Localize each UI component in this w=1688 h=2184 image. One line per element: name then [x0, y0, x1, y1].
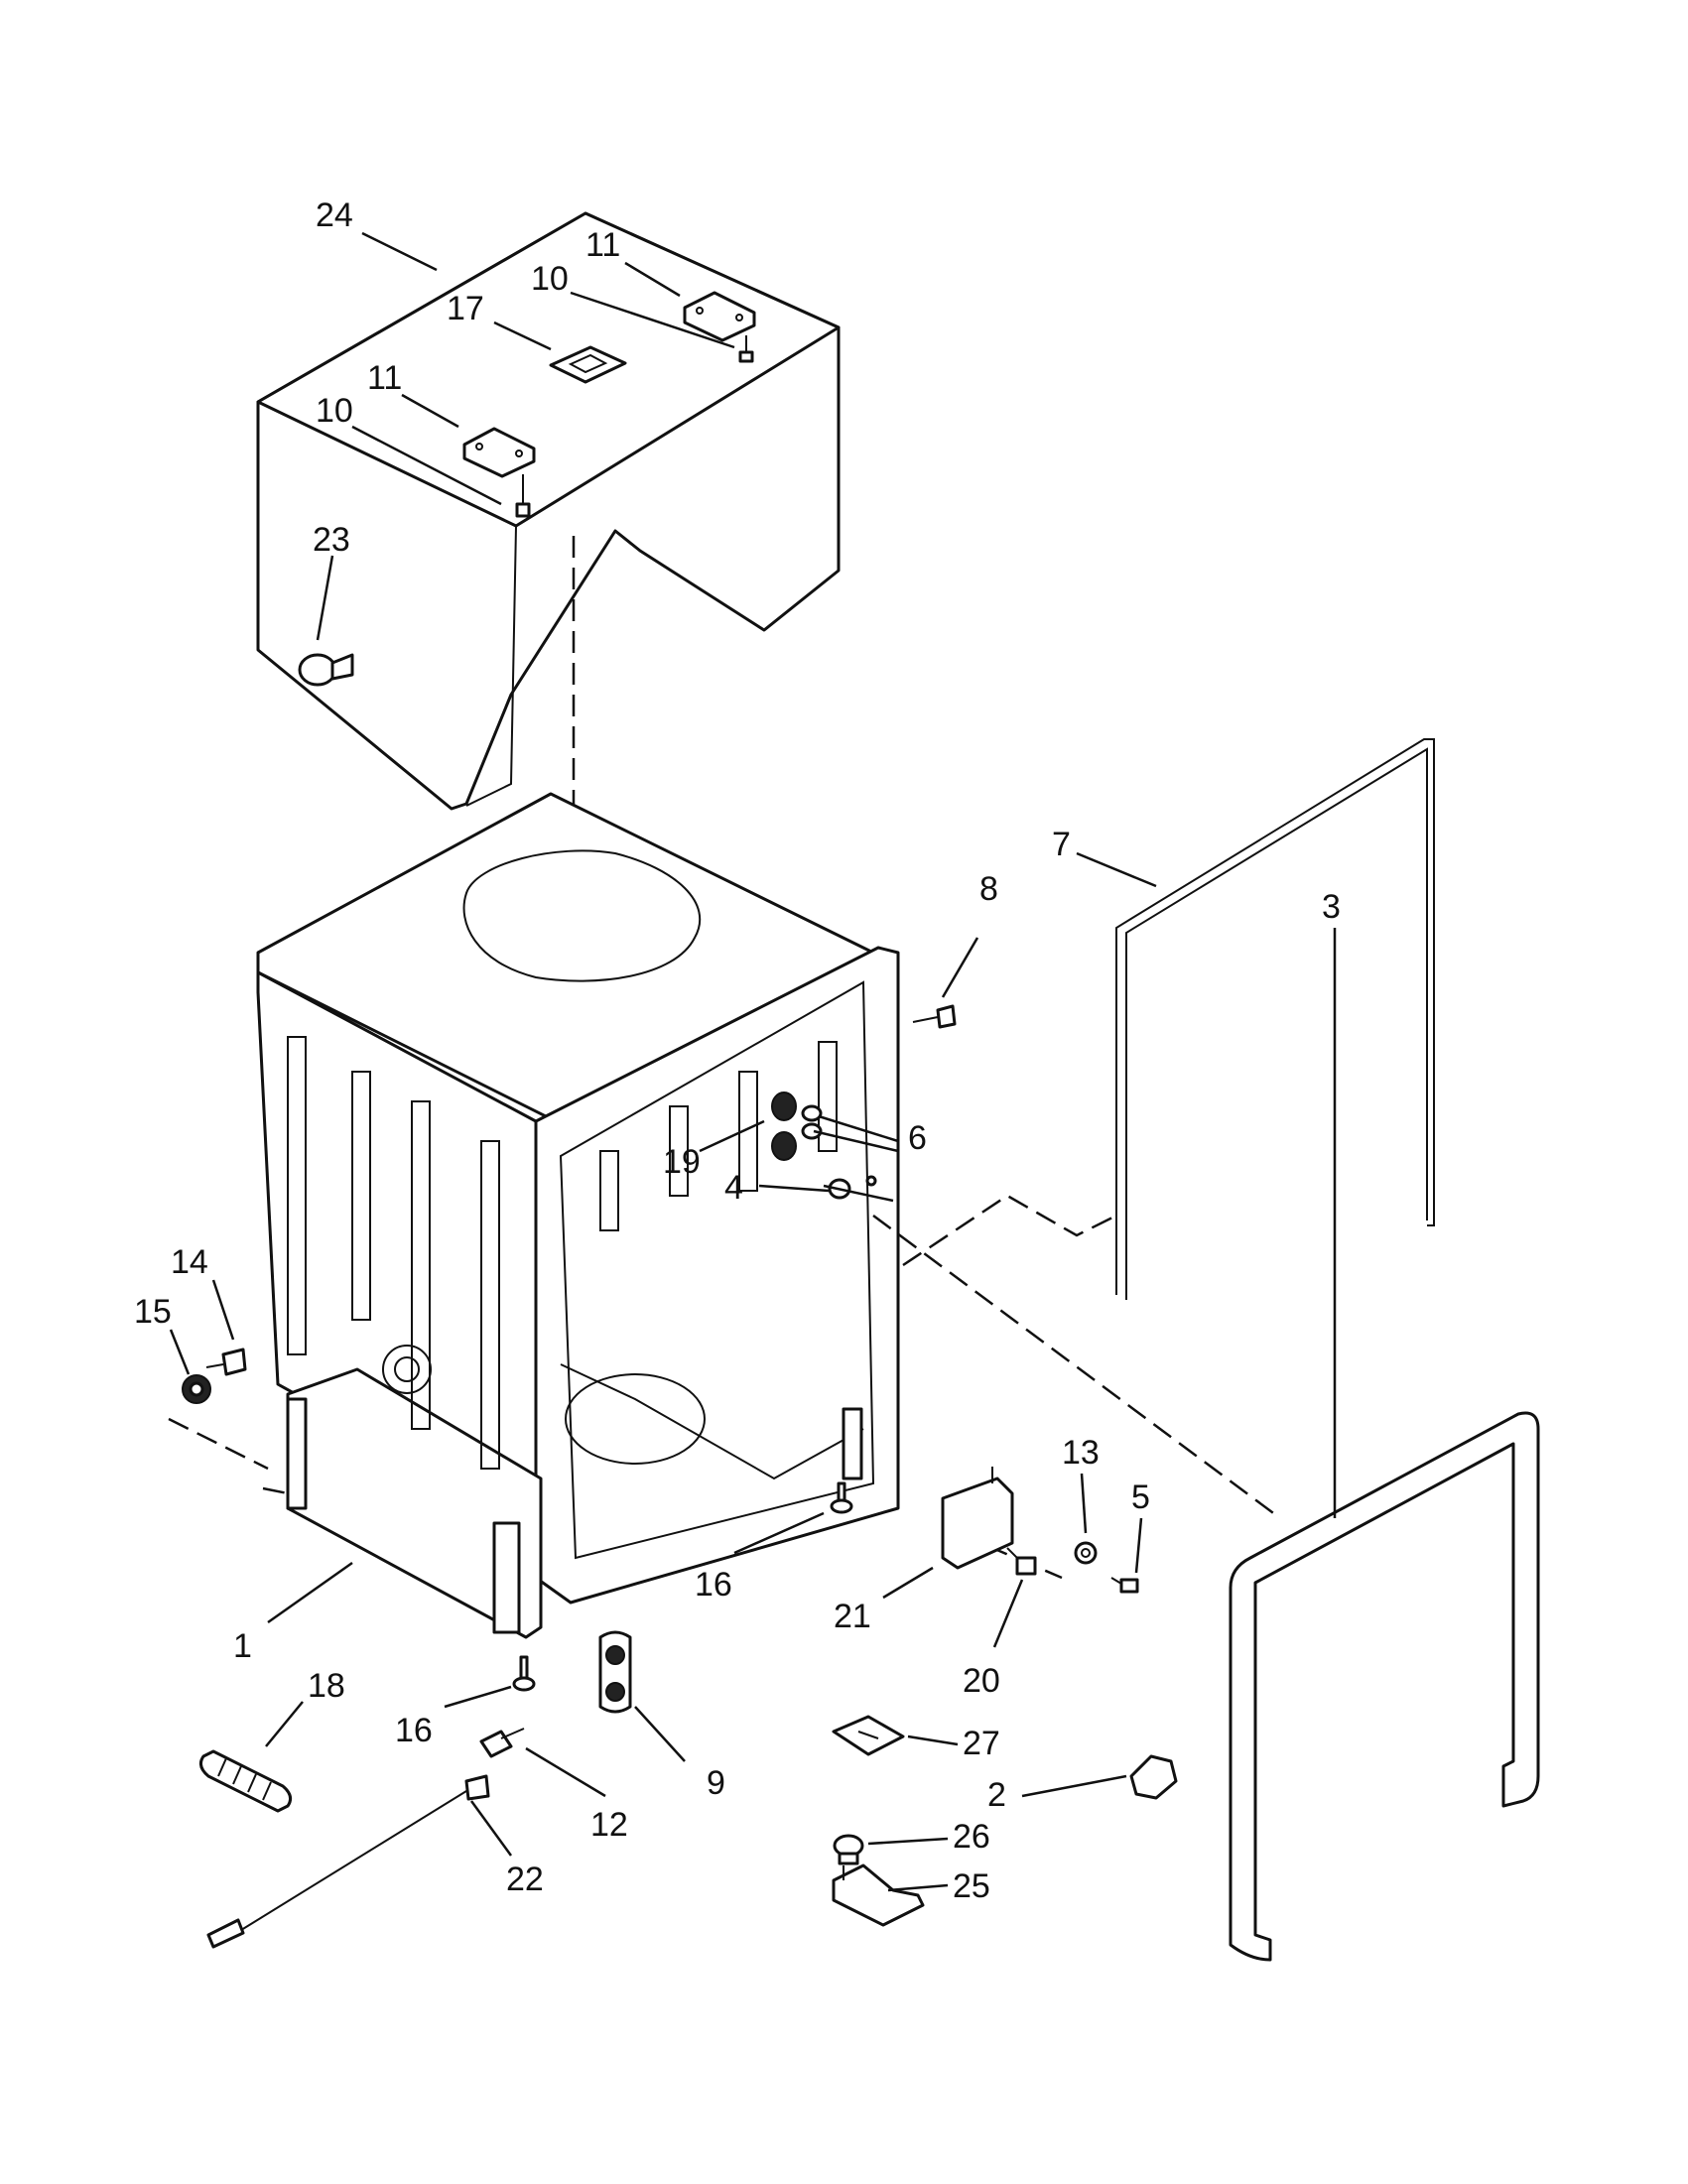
- callout-15: 15: [134, 1293, 172, 1331]
- callout-25: 25: [953, 1867, 990, 1905]
- hinge-bracket-part: [683, 291, 756, 342]
- screw-part: [205, 1348, 247, 1376]
- roller-part: [771, 1092, 797, 1161]
- washer-part: [182, 1374, 211, 1404]
- screw-part: [1006, 1547, 1037, 1576]
- callout-8: 8: [979, 870, 998, 908]
- callout-20: 20: [963, 1662, 1000, 1700]
- bracket-part: [832, 1863, 925, 1927]
- bracket-part: [598, 1630, 632, 1714]
- callout-2: 2: [987, 1776, 1006, 1814]
- callout-27: 27: [963, 1725, 1000, 1762]
- callout-23: 23: [313, 521, 350, 559]
- callout-17: 17: [447, 290, 484, 327]
- leveling-leg-part: [830, 1481, 853, 1514]
- plug-part: [298, 653, 354, 687]
- callout-9: 9: [707, 1764, 725, 1802]
- callout-10: 10: [316, 392, 353, 430]
- callout-4: 4: [724, 1169, 743, 1207]
- callout-1: 1: [233, 1627, 252, 1665]
- leader-lines: [169, 231, 1337, 1892]
- cable-part: [206, 1774, 490, 1949]
- callout-18: 18: [308, 1667, 345, 1705]
- label-plate-part: [549, 345, 627, 384]
- screw-part: [479, 1728, 525, 1758]
- callout-16: 16: [695, 1566, 732, 1604]
- callout-5: 5: [1131, 1478, 1150, 1516]
- washer-part: [1074, 1541, 1098, 1565]
- callout-22: 22: [506, 1861, 544, 1898]
- insulation-blanket-part: [256, 211, 841, 811]
- screw-part: [515, 474, 531, 518]
- callout-19: 19: [663, 1143, 701, 1181]
- washer-part: [801, 1104, 823, 1140]
- screw-part: [912, 1004, 957, 1029]
- callout-16: 16: [395, 1712, 433, 1749]
- callout-6: 6: [908, 1119, 927, 1157]
- screw-part: [738, 335, 754, 363]
- screw-part: [1110, 1577, 1139, 1594]
- pad-part: [832, 1715, 905, 1756]
- tub-assembly-part: [256, 792, 900, 1639]
- bracket-part: [941, 1467, 1014, 1570]
- door-gasket-part: [1115, 738, 1435, 1300]
- tub-gasket-part: [1229, 1411, 1540, 1962]
- callout-11: 11: [367, 359, 402, 397]
- callout-10: 10: [531, 260, 569, 298]
- leveling-leg-part: [512, 1655, 536, 1692]
- callout-12: 12: [590, 1806, 628, 1844]
- hinge-bracket-part: [462, 427, 536, 478]
- callout-26: 26: [953, 1818, 990, 1856]
- spring-part: [198, 1749, 293, 1813]
- callout-13: 13: [1062, 1434, 1100, 1472]
- latch-part: [1129, 1754, 1178, 1800]
- callout-14: 14: [171, 1243, 208, 1281]
- callout-21: 21: [834, 1598, 871, 1635]
- callout-3: 3: [1322, 888, 1341, 926]
- clip-part: [833, 1834, 864, 1865]
- callout-7: 7: [1052, 826, 1071, 863]
- callout-11: 11: [585, 226, 620, 264]
- callout-24: 24: [316, 196, 353, 234]
